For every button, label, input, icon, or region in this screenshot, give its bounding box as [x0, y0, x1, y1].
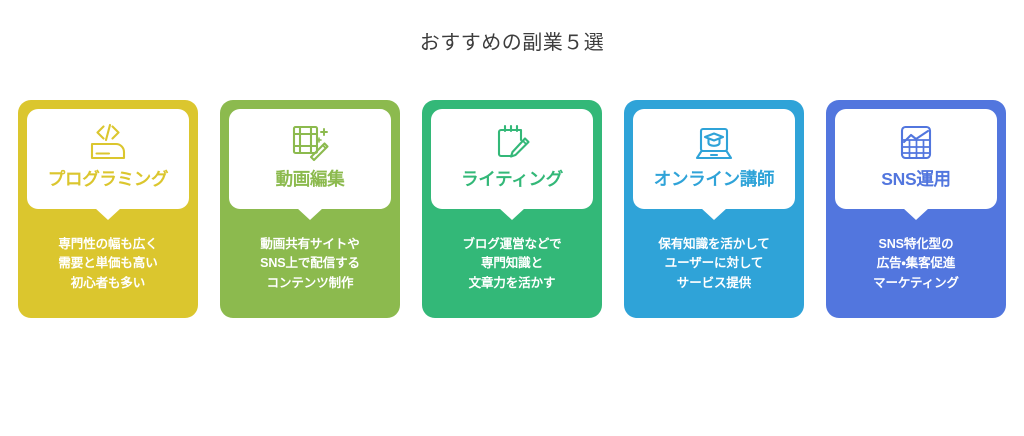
desc-line: 初心者も多い — [70, 275, 146, 290]
card-writing[interactable]: ライティング ブログ運営などで 専門知識と 文章力を活かす — [422, 100, 602, 318]
card-sns-management[interactable]: SNS運用 SNS特化型の 広告・集客促進 マーケティング — [826, 100, 1006, 318]
laptop-graduation-cap-icon — [690, 120, 738, 166]
card-bubble: プログラミング — [27, 109, 189, 209]
desc-line: ブログ運営などで — [462, 237, 562, 251]
card-description: 動画共有サイトや SNS上で配信する コンテンツ制作 — [225, 235, 395, 293]
card-bubble: ライティング — [431, 109, 593, 209]
desc-line: 動画共有サイトや — [260, 237, 360, 251]
card-row: プログラミング 専門性の幅も広く 需要と単価も高い 初心者も多い — [18, 100, 1006, 318]
card-label: SNS運用 — [881, 169, 951, 189]
card-video-editing[interactable]: 動画編集 動画共有サイトや SNS上で配信する コンテンツ制作 — [220, 100, 400, 318]
desc-line: 需要と単価も高い — [58, 256, 158, 271]
card-label: ライティング — [461, 169, 563, 189]
film-wand-icon — [286, 120, 334, 166]
desc-line: 保有知識を活かして — [658, 237, 770, 251]
card-description: ブログ運営などで 専門知識と 文章力を活かす — [427, 235, 597, 293]
desc-line: マーケティング — [873, 275, 959, 290]
desc-line: コンテンツ制作 — [266, 275, 354, 290]
code-laptop-icon — [84, 120, 132, 166]
card-description: SNS特化型の 広告・集客促進 マーケティング — [831, 235, 1001, 293]
desc-line: 広告・集客促進 — [876, 256, 956, 271]
card-bubble: 動画編集 — [229, 109, 391, 209]
growth-chart-icon — [892, 120, 940, 166]
desc-line: SNS上で配信する — [260, 256, 360, 271]
card-label: オンライン講師 — [653, 169, 775, 189]
card-label: プログラミング — [47, 169, 169, 189]
desc-line: ユーザーに対して — [664, 256, 764, 271]
card-bubble: SNS運用 — [835, 109, 997, 209]
card-description: 専門性の幅も広く 需要と単価も高い 初心者も多い — [23, 235, 193, 293]
desc-line: SNS特化型の — [878, 237, 954, 251]
desc-line: サービス提供 — [676, 275, 752, 290]
card-description: 保有知識を活かして ユーザーに対して サービス提供 — [629, 235, 799, 293]
desc-line: 文章力を活かす — [468, 275, 556, 290]
desc-line: 専門知識と — [480, 256, 543, 271]
page-title: おすすめの副業５選 — [419, 32, 605, 54]
card-online-instructor[interactable]: オンライン講師 保有知識を活かして ユーザーに対して サービス提供 — [624, 100, 804, 318]
desc-line: 専門性の幅も広く — [58, 237, 158, 251]
card-programming[interactable]: プログラミング 専門性の幅も広く 需要と単価も高い 初心者も多い — [18, 100, 198, 318]
notepad-pencil-icon — [488, 120, 536, 166]
card-bubble: オンライン講師 — [633, 109, 795, 209]
card-label: 動画編集 — [275, 169, 345, 189]
